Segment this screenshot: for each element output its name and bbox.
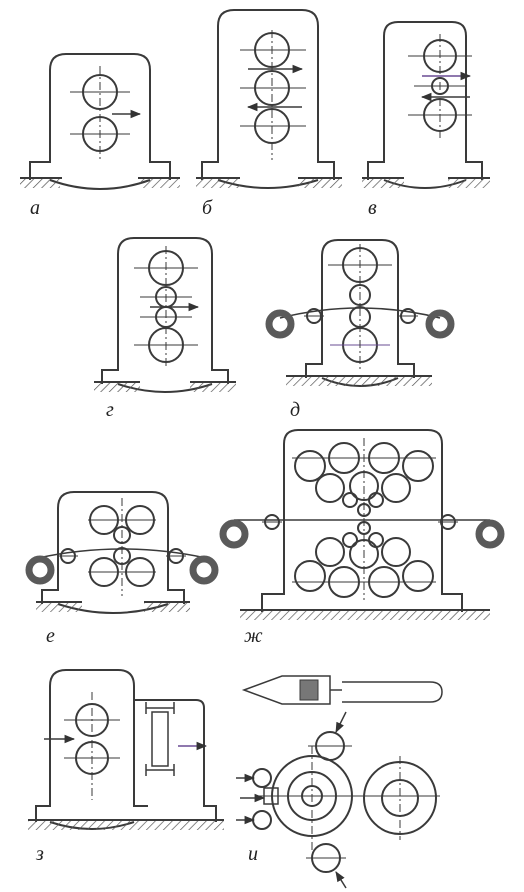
panel-z-universal <box>28 669 224 830</box>
panel-v-lauth <box>362 21 490 189</box>
panel-label-v: в <box>368 197 377 219</box>
panel-label-b: б <box>202 197 213 219</box>
panel-d-four-high-reversing <box>265 239 455 387</box>
panel-label-a: а <box>30 197 40 219</box>
panel-label-zh: ж <box>244 625 263 647</box>
panel-label-d: д <box>290 399 301 421</box>
panel-i-planetary <box>236 675 443 889</box>
panel-label-g: г <box>106 399 114 421</box>
panel-zh-cluster <box>219 429 505 620</box>
panel-label-e: е <box>46 625 55 647</box>
panel-label-i: и <box>248 843 258 865</box>
panel-a-two-high <box>20 53 180 190</box>
panel-label-z: з <box>36 843 44 865</box>
panel-g-four-high <box>94 237 236 393</box>
panel-e-six-high <box>25 491 219 614</box>
panel-b-three-high <box>196 9 342 189</box>
